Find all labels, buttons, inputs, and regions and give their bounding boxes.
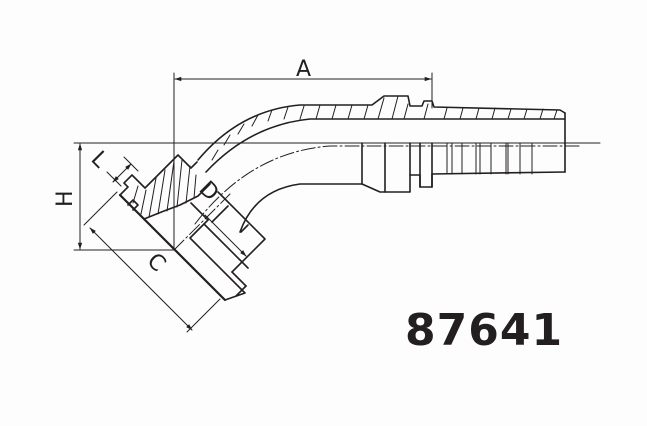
label-l: L <box>86 147 113 174</box>
flange-head <box>118 154 266 302</box>
dimension-l: L <box>86 147 139 187</box>
dimension-c: C <box>83 191 221 333</box>
hatching-flange <box>132 159 197 218</box>
label-h: H <box>53 190 78 207</box>
label-d: D <box>194 177 224 207</box>
part-number: 87641 <box>405 305 564 356</box>
barb-rings <box>446 142 533 175</box>
hose-stem <box>197 95 566 233</box>
label-c: C <box>142 249 171 278</box>
centerlines <box>173 145 581 251</box>
label-a: A <box>296 57 311 82</box>
hatching-top <box>211 95 558 161</box>
